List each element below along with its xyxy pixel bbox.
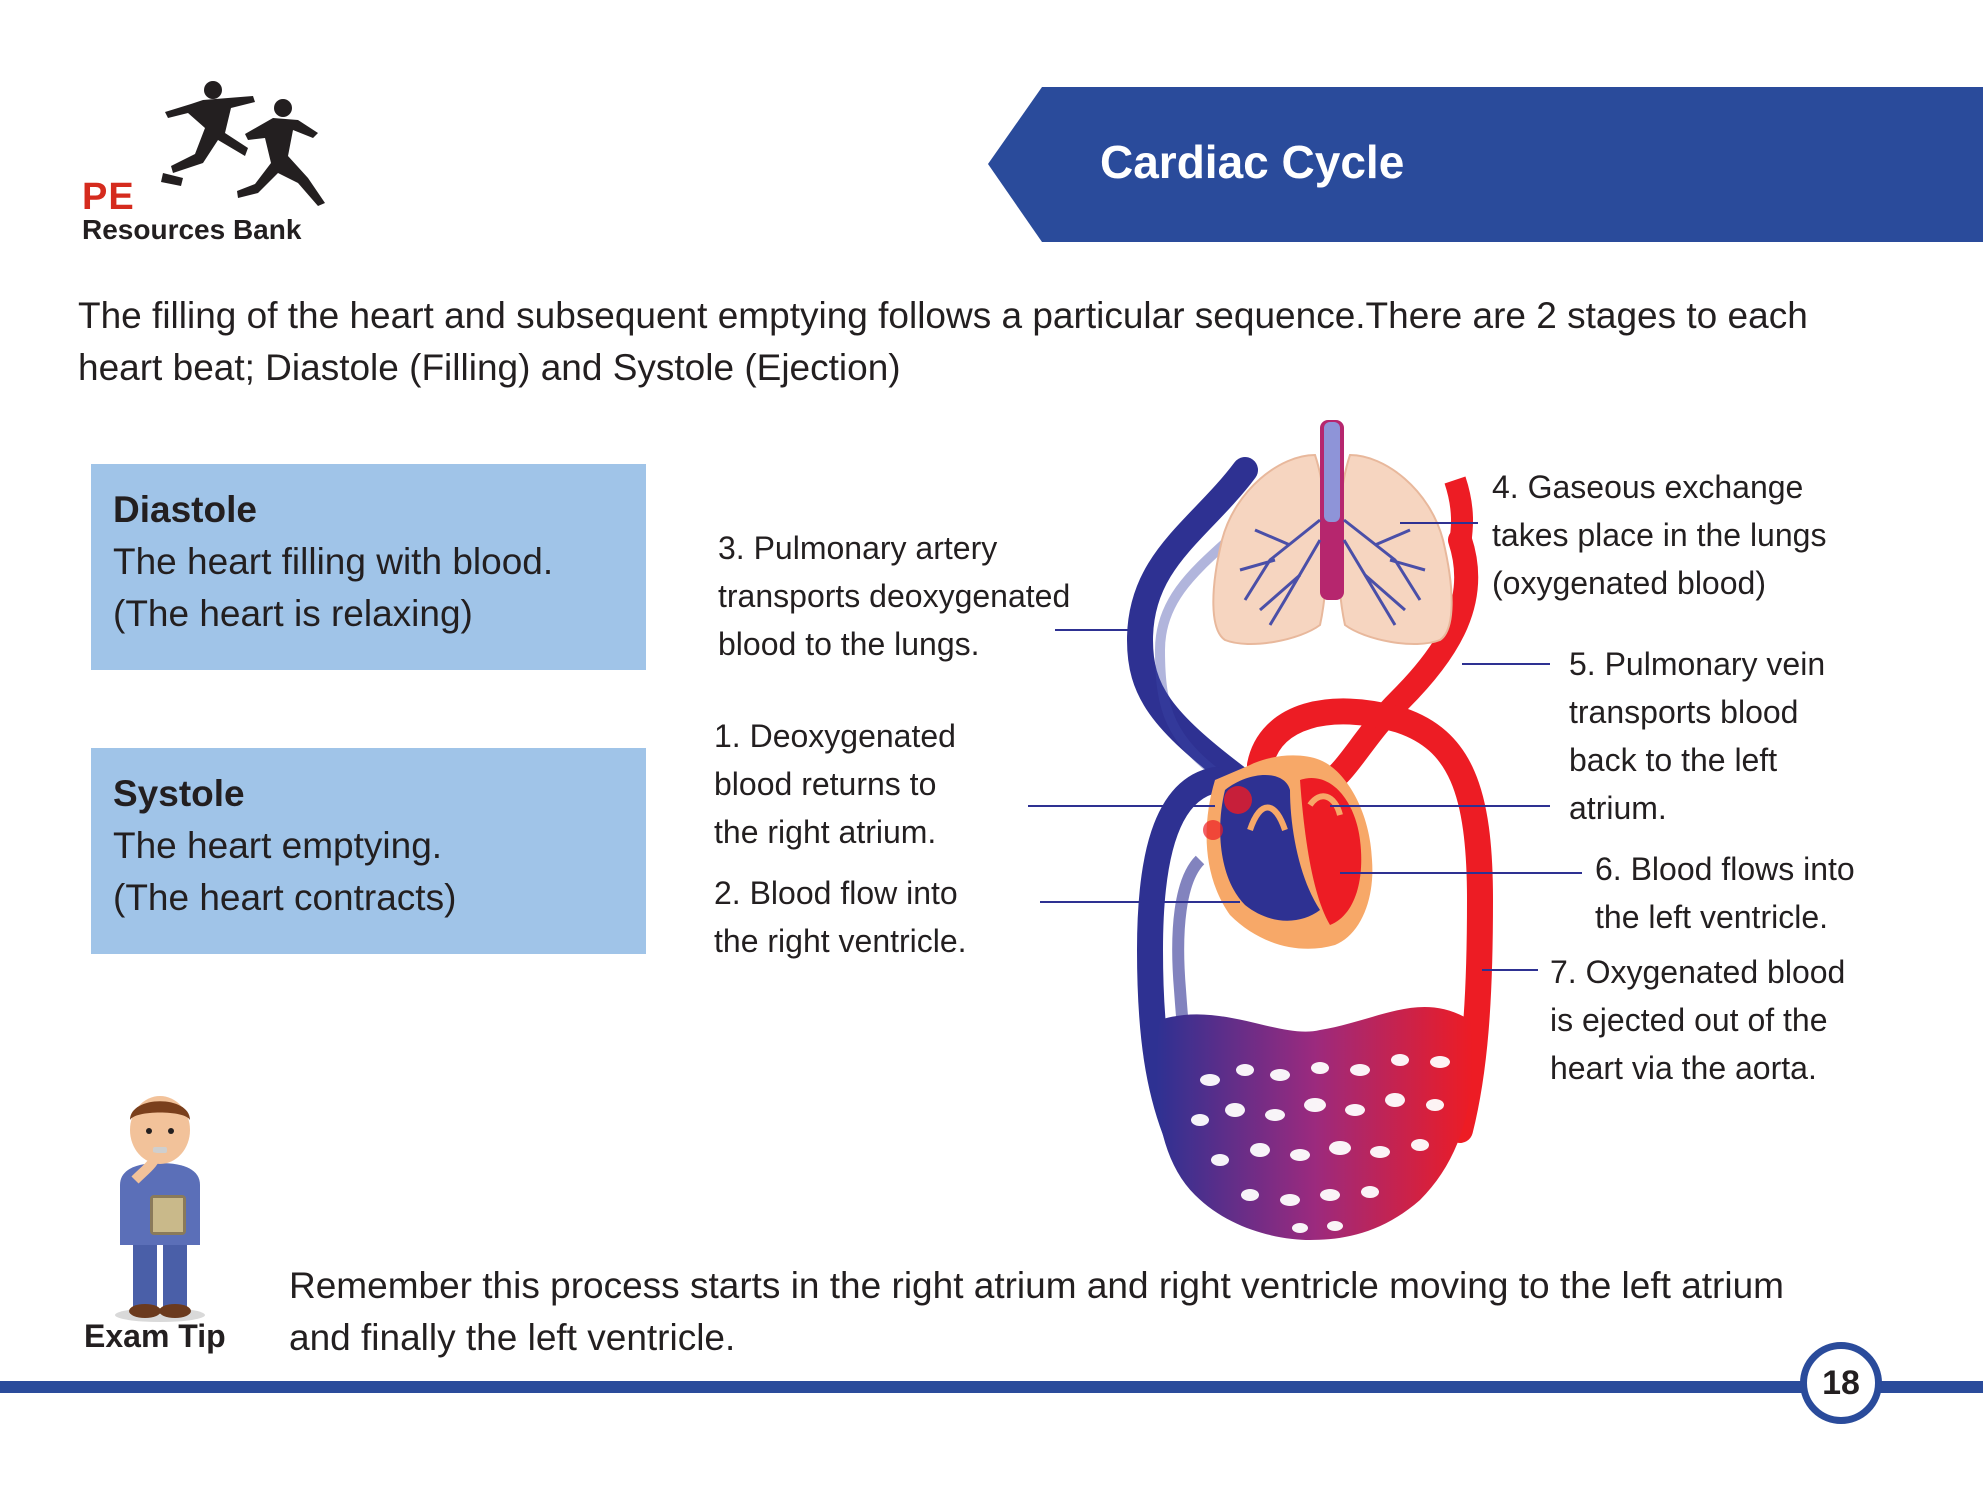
diastole-box: Diastole The heart filling with blood. (… xyxy=(91,464,646,670)
pe-resources-bank-logo: PE Resources Bank xyxy=(78,78,378,248)
footer-rule xyxy=(0,1381,1983,1393)
page-number-badge: 18 xyxy=(1800,1342,1882,1424)
systole-heading: Systole xyxy=(113,773,245,814)
banner-arrow-shape xyxy=(988,87,1983,242)
systole-line-1: The heart emptying. xyxy=(113,825,443,866)
leader-lines xyxy=(1028,522,1582,971)
label-step2: 2. Blood flow into the right ventricle. xyxy=(714,869,967,965)
page-number: 18 xyxy=(1822,1364,1860,1402)
logo-subtitle: Resources Bank xyxy=(82,214,302,245)
label-step3: 3. Pulmonary artery transports deoxygena… xyxy=(718,524,1070,668)
label-step5-line: transports blood xyxy=(1569,694,1799,730)
lungs-illustration xyxy=(1212,420,1453,646)
diastole-line-1: The heart filling with blood. xyxy=(113,541,554,582)
runners-logo-icon xyxy=(161,81,325,206)
label-step5-line: atrium. xyxy=(1569,790,1667,826)
label-step1-line: the right atrium. xyxy=(714,814,937,850)
label-step2-line: 2. Blood flow into xyxy=(714,875,958,911)
label-step1: 1. Deoxygenated blood returns to the rig… xyxy=(714,712,956,856)
label-step3-line: blood to the lungs. xyxy=(718,626,980,662)
label-step4-line: takes place in the lungs xyxy=(1492,517,1827,553)
teacher-whistle-icon xyxy=(115,1096,205,1322)
label-step4-line: 4. Gaseous exchange xyxy=(1492,469,1804,505)
label-step6-line: the left ventricle. xyxy=(1595,899,1828,935)
label-step2-line: the right ventricle. xyxy=(714,923,967,959)
page-title: Cardiac Cycle xyxy=(1100,136,1405,188)
label-step7-line: heart via the aorta. xyxy=(1550,1050,1817,1086)
label-step5-line: 5. Pulmonary vein xyxy=(1569,646,1826,682)
label-step7-line: is ejected out of the xyxy=(1550,1002,1828,1038)
heart-illustration xyxy=(1203,755,1373,949)
label-step7-line: 7. Oxygenated blood xyxy=(1550,954,1846,990)
label-step1-line: 1. Deoxygenated xyxy=(714,718,956,754)
body-capillaries xyxy=(1156,1007,1473,1240)
diastole-line-2: (The heart is relaxing) xyxy=(113,593,473,634)
label-step5-line: back to the left xyxy=(1569,742,1778,778)
diastole-heading: Diastole xyxy=(113,489,257,530)
label-step4-line: (oxygenated blood) xyxy=(1492,565,1766,601)
label-step6-line: 6. Blood flows into xyxy=(1595,851,1855,887)
exam-tip-text: Remember this process starts in the righ… xyxy=(289,1265,1784,1358)
label-step7: 7. Oxygenated blood is ejected out of th… xyxy=(1550,948,1845,1092)
intro-paragraph: The filling of the heart and subsequent … xyxy=(78,295,1808,388)
systole-box: Systole The heart emptying. (The heart c… xyxy=(91,748,646,954)
label-step3-line: 3. Pulmonary artery xyxy=(718,530,998,566)
pulmonary-artery-vessel xyxy=(1126,457,1258,793)
aorta-vessel xyxy=(1247,698,1494,1143)
label-step5: 5. Pulmonary vein transports blood back … xyxy=(1569,640,1825,832)
systole-line-2: (The heart contracts) xyxy=(113,877,457,918)
label-step4: 4. Gaseous exchange takes place in the l… xyxy=(1492,463,1826,607)
logo-pe-text: PE xyxy=(82,176,135,218)
label-step1-line: blood returns to xyxy=(714,766,937,802)
label-step3-line: transports deoxygenated xyxy=(718,578,1071,614)
label-step6: 6. Blood flows into the left ventricle. xyxy=(1595,845,1855,941)
exam-tip-label: Exam Tip xyxy=(84,1318,226,1354)
pulmonary-vein-vessel xyxy=(1308,528,1479,802)
title-banner: Cardiac Cycle xyxy=(988,87,1983,242)
